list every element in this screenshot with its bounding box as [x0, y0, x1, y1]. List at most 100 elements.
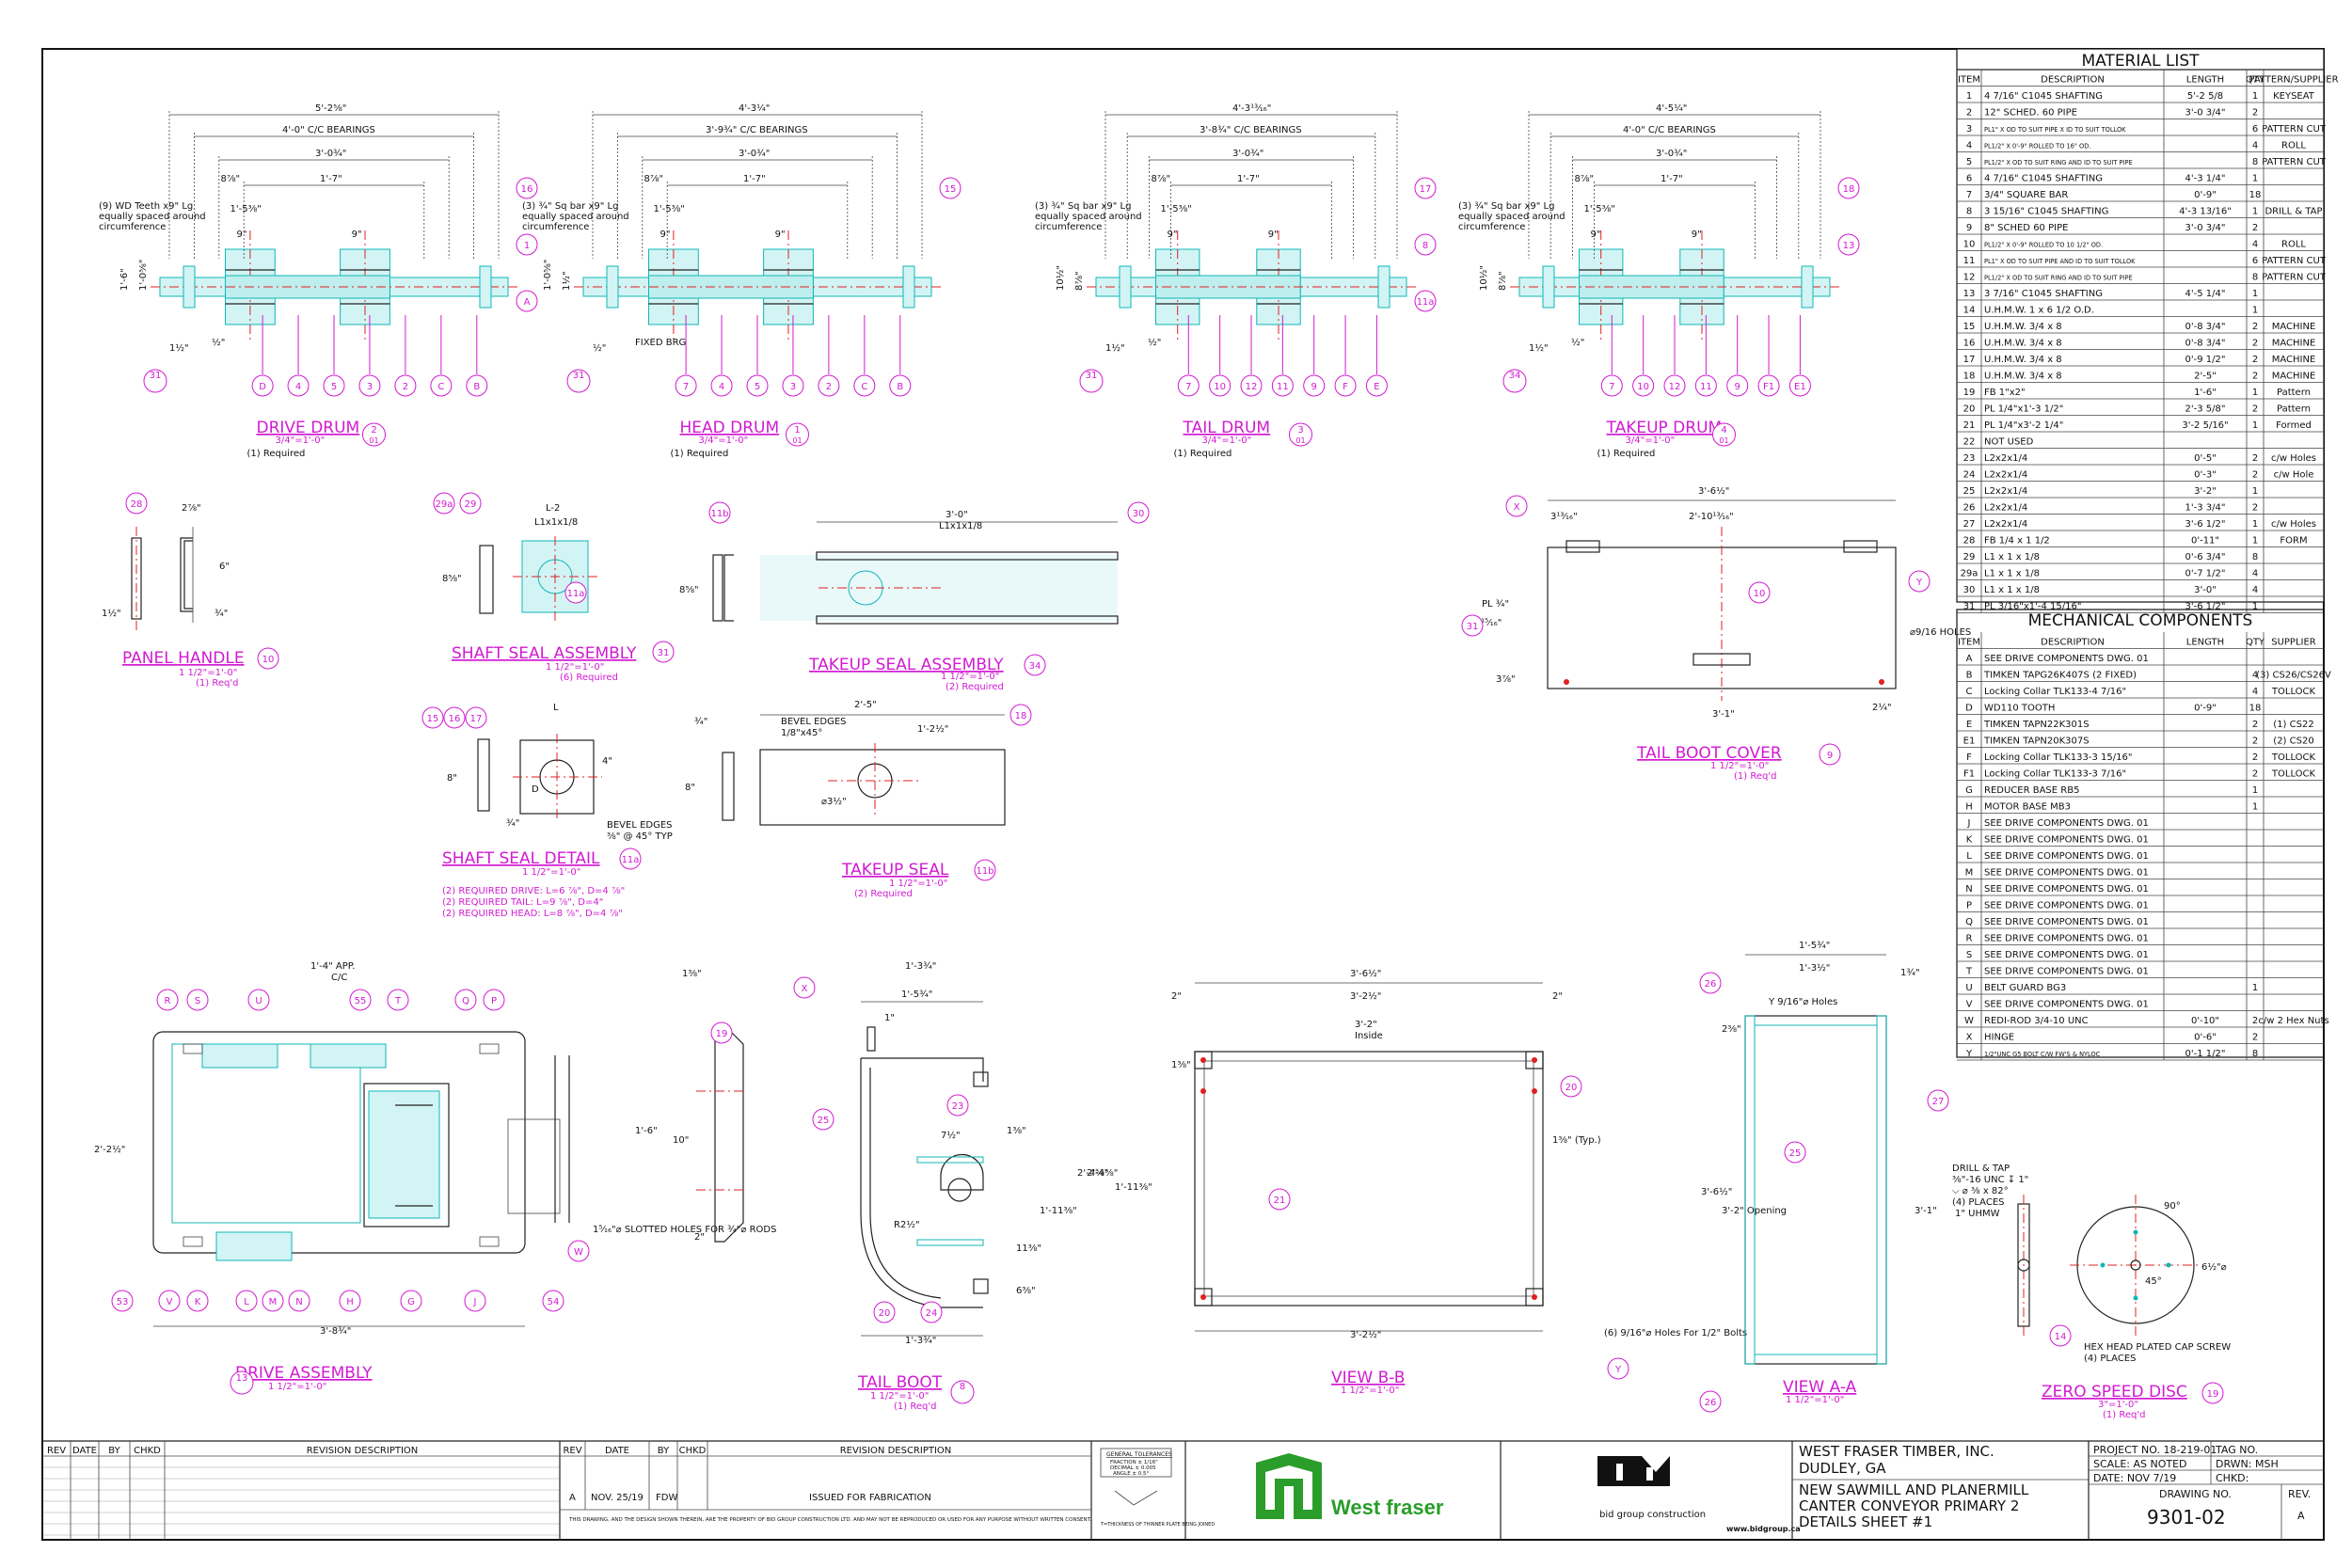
table-cell: 1 — [2252, 388, 2258, 398]
drum-dim: 1'-0⅝" — [543, 260, 553, 291]
ts-dim-3: BEVEL EDGES — [781, 717, 847, 727]
table-cell: 3 15/16" C1045 SHAFTING — [1984, 207, 2108, 217]
table-cell: 4'-3 13/16" — [2179, 207, 2232, 217]
tolerance-3: ANGLE ± 0.5° — [1113, 1471, 1150, 1477]
tag-number: TAG NO. — [2215, 1444, 2258, 1456]
table-cell: SEE DRIVE COMPONENTS DWG. 01 — [1984, 1000, 2149, 1010]
zsd-title: ZERO SPEED DISC — [2042, 1383, 2187, 1402]
drum-dim: 9" — [1268, 230, 1279, 240]
table-cell: N — [1965, 884, 1972, 895]
tsa-scale: 1 1/2"=1'-0" — [941, 672, 999, 682]
callout-bubble-label: 1 — [524, 241, 530, 251]
table-cell: P — [1966, 901, 1972, 911]
tb-ref: 8 — [960, 1382, 965, 1392]
callout-bubble-label: 17 — [1420, 184, 1432, 195]
bid-group-logo: bid group construction www.bidgroup.ca — [1597, 1456, 1801, 1533]
tbc-dim-1: 3'-6½" — [1698, 485, 1729, 497]
ssa-title: SHAFT SEAL ASSEMBLY — [452, 644, 637, 663]
tb-dim-8: 1'-11⅜" — [1040, 1206, 1077, 1216]
table-cell: SEE DRIVE COMPONENTS DWG. 01 — [1984, 835, 2149, 846]
drawn-by: DRWN: MSH — [2216, 1458, 2279, 1470]
drawing-number: 9301-02 — [2147, 1506, 2226, 1528]
zsd-dim-5: 1" UHMW — [1955, 1209, 2000, 1219]
drum-dim: 10½" — [1478, 265, 1489, 291]
vbb-dim-2: 3'-2½" — [1350, 990, 1381, 1002]
table-cell: U.H.M.W. 3/4 x 8 — [1984, 355, 2062, 365]
table-cell: 2 — [2252, 453, 2258, 464]
ssd-dim-6: BEVEL EDGES — [607, 820, 673, 831]
table-cell: 12 — [1963, 273, 1976, 283]
callout-bubble-label: T — [394, 996, 402, 1006]
callout-bubble — [287, 374, 310, 397]
revision-header: DATE — [72, 1446, 97, 1456]
table-cell: 2'-3 5/8" — [2185, 404, 2226, 415]
table-cell: WD110 TOOTH — [1984, 704, 2055, 714]
vbb-dim-6: 2" — [1552, 991, 1563, 1002]
tsa-ref: 34 — [1029, 661, 1041, 672]
zsd-dim-6: 6½"⌀ — [2201, 1261, 2227, 1273]
table-cell: DRILL & TAP — [2265, 207, 2322, 217]
svg-text:28: 28 — [131, 499, 143, 510]
table-cell: U.H.M.W. 3/4 x 8 — [1984, 372, 2062, 382]
drum-callout: circumference — [522, 222, 589, 232]
table-cell: BELT GUARD BG3 — [1984, 983, 2066, 993]
da-dim-6: 1'-6" — [635, 1126, 658, 1136]
takeup-seal-view: 2'-5" 1'-2½" BEVEL EDGES 1/8"x45° ⌀3½" ¾… — [685, 700, 1032, 899]
vaa-dim-1: 1'-5¾" — [1799, 941, 1830, 951]
drum-callout: equally spaced around — [1035, 212, 1142, 222]
revision-header: REV — [47, 1446, 66, 1456]
material-list-header: DESCRIPTION — [2041, 75, 2105, 86]
table-cell: (1) CS22 — [2273, 720, 2313, 730]
rev-a-by: FDW — [656, 1493, 677, 1503]
drum-dim: 8⅞" — [1074, 271, 1085, 291]
da-dim-9: 1⁵⁄₁₆"⌀ SLOTTED HOLES FOR ¾"⌀ RODS — [593, 1225, 776, 1235]
table-cell: 6 — [1966, 174, 1972, 184]
table-cell: MACHINE — [2272, 355, 2316, 365]
callout-bubble-label: B — [473, 382, 480, 392]
table-cell: 1 — [2252, 420, 2258, 431]
drum-dim: 1'-7" — [743, 174, 766, 184]
svg-text:X: X — [1514, 502, 1520, 513]
da-scale: 1 1/2"=1'-0" — [268, 1382, 326, 1392]
vbb-dim-12: (6) 9/16"⌀ Holes For 1/2" Bolts — [1604, 1328, 1747, 1338]
table-cell: 10 — [1963, 240, 1976, 250]
project-line-2: CANTER CONVEYOR PRIMARY 2 — [1799, 1497, 2019, 1514]
callout-bubble-label: A — [524, 297, 531, 308]
drum-note: (1) Required — [247, 449, 306, 459]
callout-bubble-label: B — [897, 382, 903, 392]
table-cell: G — [1965, 785, 1973, 796]
tail-boot-cover-view: 3'-6½" 2'-10¹³⁄₁₆" 3¹³⁄₁₆" 1'-4¹⁵⁄₁₆" PL… — [1461, 485, 1971, 782]
table-cell: 0'-3" — [2194, 470, 2217, 481]
zsd-dim-8: (4) PLACES — [2084, 1354, 2137, 1364]
svg-text:18: 18 — [1015, 711, 1027, 721]
drum-dim: 3'-0¾" — [315, 149, 346, 159]
callout-bubble-label: 11 — [1700, 382, 1712, 392]
callout-bubble — [466, 374, 488, 397]
callout-bubble-label: 3 — [790, 382, 796, 392]
table-cell: Locking Collar TLK133-3 15/16" — [1984, 752, 2132, 763]
table-cell: 4 — [1966, 141, 1972, 151]
table-cell: 2 — [2252, 322, 2258, 332]
callout-bubble — [323, 374, 345, 397]
tail-drum-view: 4'-3¹³⁄₁₆"3'-8¾" C/C BEARINGS3'-0¾"1'-7"… — [1035, 103, 1437, 459]
drum-title: DRIVE DRUM — [257, 419, 360, 437]
table-cell: L1 x 1 x 1/8 — [1984, 552, 2040, 562]
da-dim-3: 2'-2½" — [94, 1144, 125, 1155]
table-cell: 1 — [2252, 174, 2258, 184]
zero-speed-disc-view: DRILL & TAP ⅜"-16 UNC ↧ 1" ⌵ ⌀ ⅜ x 82° (… — [1952, 1164, 2231, 1420]
drum-dim: 4'-0" C/C BEARINGS — [282, 125, 375, 135]
tbc-ref: 9 — [1827, 751, 1833, 761]
drum-dim: 9" — [1168, 230, 1178, 240]
callout-bubble — [746, 374, 769, 397]
table-cell: 21 — [1963, 420, 1976, 431]
table-cell: (3) CS26/CS26V — [2256, 671, 2331, 681]
da-ref: 13 — [236, 1373, 248, 1384]
callout-bubble-label: 12 — [1246, 382, 1258, 392]
view-aa: 1'-5¾" 1'-3½" Y 9/16"⌀ Holes 3'-6½" 3'-2… — [1699, 941, 1949, 1413]
table-cell: TIMKEN TAPN20K307S — [1983, 736, 2090, 747]
table-cell: SEE DRIVE COMPONENTS DWG. 01 — [1984, 967, 2149, 977]
callout-bubble — [430, 374, 453, 397]
table-cell: 22 — [1963, 437, 1976, 448]
tsa-note: (2) Required — [946, 682, 1004, 692]
table-cell: 8 — [2252, 157, 2258, 167]
